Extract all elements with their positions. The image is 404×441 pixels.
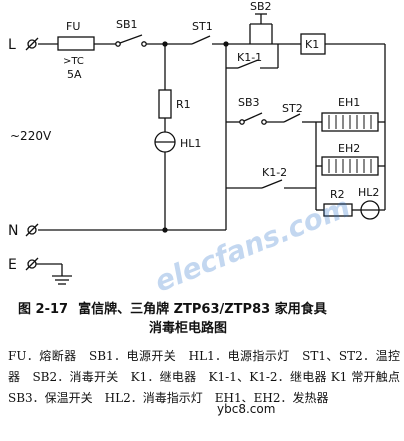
component-legend: FU．熔断器 SB1．电源开关 HL1．电源指示灯 ST1、ST2．温控器 SB… <box>8 349 404 405</box>
label-l: L <box>8 37 16 53</box>
figure-number: 图 2-17 <box>18 302 69 317</box>
label-n: N <box>8 223 18 239</box>
heater-eh2-coils <box>328 159 372 173</box>
figure-title-line1: 富信牌、三角牌 ZTP63/ZTP83 家用食具 <box>78 302 327 317</box>
label-k1-2: K1-2 <box>262 166 287 179</box>
label-sb3: SB3 <box>238 96 260 109</box>
label-st2: ST2 <box>282 102 303 115</box>
resistor-r1 <box>158 89 172 119</box>
sb3-blade <box>243 112 263 122</box>
label-st1: ST1 <box>192 20 213 33</box>
label-voltage: ~220V <box>10 129 52 143</box>
label-sb2: SB2 <box>250 0 272 13</box>
st2-blade <box>283 113 301 123</box>
label-e: E <box>8 257 17 273</box>
terminal-l <box>25 37 39 51</box>
label-hl1: HL1 <box>180 137 201 150</box>
watermark-site: ybc8.com <box>215 402 278 416</box>
label-r2: R2 <box>330 188 345 201</box>
earth-symbol <box>52 275 72 285</box>
label-sb1: SB1 <box>116 18 138 31</box>
junction-c <box>162 227 168 233</box>
circuit-diagram: L N E ~220V FU >TC 5A SB1 ST1 SB2 K1-1 K… <box>8 0 386 285</box>
figure-caption: 图 2-17 富信牌、三角牌 ZTP63/ZTP83 家用食具 消毒柜电路图 <box>18 300 398 338</box>
sb1-contact-right <box>141 41 147 47</box>
label-r1: R1 <box>176 98 191 111</box>
figure-title-line2: 消毒柜电路图 <box>148 321 227 336</box>
label-fu: FU <box>66 20 80 33</box>
label-eh2: EH2 <box>338 142 360 155</box>
heater-eh1-coils <box>328 115 372 129</box>
label-fuse-current: 5A <box>67 68 82 81</box>
sb3-contact-right <box>261 119 267 125</box>
st1-blade <box>191 35 211 45</box>
sb1-contact-left <box>115 41 121 47</box>
sb1-blade <box>119 34 143 44</box>
label-hl2: HL2 <box>358 186 379 199</box>
label-k1-1: K1-1 <box>237 51 262 64</box>
k1-2-blade <box>261 179 283 189</box>
terminal-n <box>25 223 39 237</box>
label-eh1: EH1 <box>338 96 360 109</box>
label-fuse-temp: >TC <box>63 56 84 67</box>
label-k1: K1 <box>305 38 319 51</box>
k1-1-blade <box>237 59 259 69</box>
sb3-contact-left <box>239 119 245 125</box>
fuse-fu <box>57 36 95 51</box>
